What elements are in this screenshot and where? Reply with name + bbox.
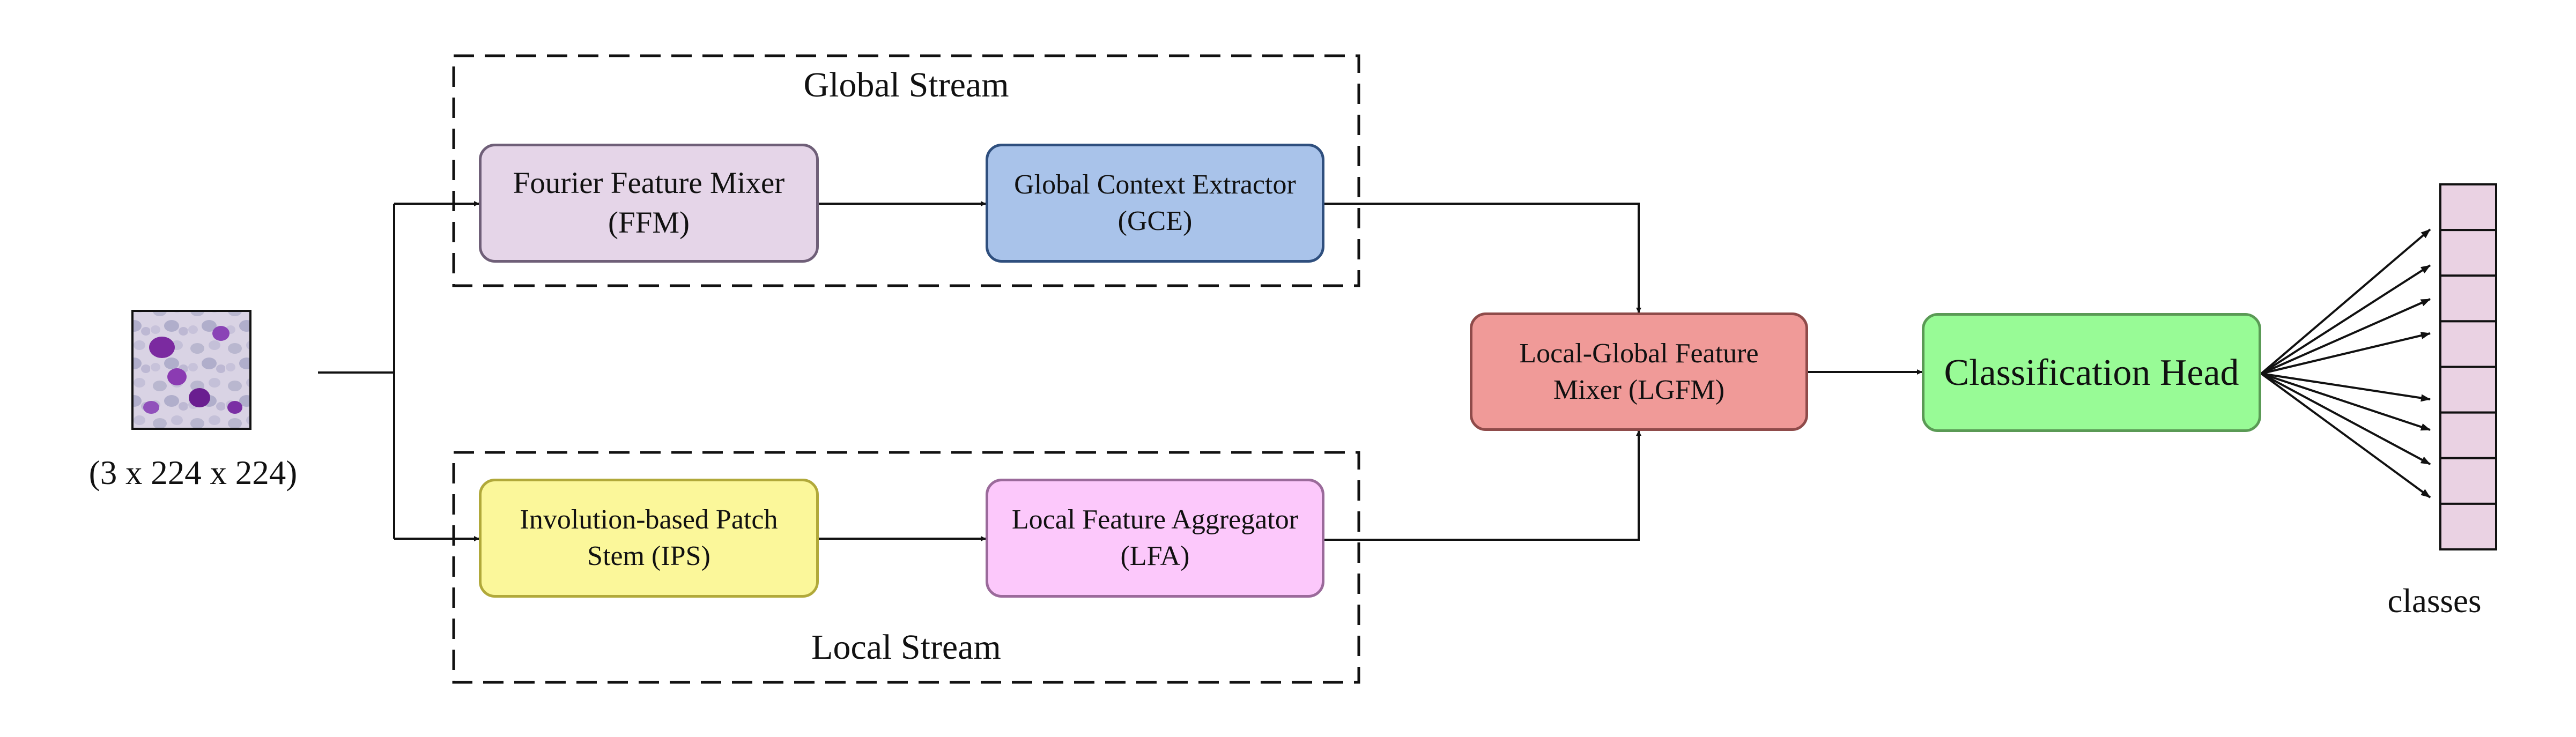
classes-label: classes — [2387, 582, 2482, 620]
class-cell — [2439, 411, 2497, 459]
local-stream-title: Local Stream — [811, 628, 1001, 667]
fourier-feature-mixer-block: Fourier Feature Mixer (FFM) — [479, 144, 819, 263]
class-cell — [2439, 274, 2497, 323]
global-context-extractor-block: Global Context Extractor (GCE) — [986, 144, 1324, 263]
class-cell — [2439, 183, 2497, 232]
local-global-feature-mixer-block: Local-Global Feature Mixer (LGFM) — [1470, 312, 1808, 431]
input-image — [131, 310, 251, 430]
involution-patch-stem-block: Involution-based Patch Stem (IPS) — [479, 479, 819, 598]
class-cell — [2439, 457, 2497, 505]
gce-line1: Global Context Extractor — [1014, 169, 1296, 200]
ffm-line2: (FFM) — [608, 206, 690, 240]
global-stream-container — [452, 54, 1360, 287]
classification-head-label: Classification Head — [1944, 352, 2239, 393]
class-arrows — [2260, 228, 2431, 498]
ffm-line1: Fourier Feature Mixer — [513, 166, 785, 200]
local-feature-aggregator-block: Local Feature Aggregator (LFA) — [986, 479, 1324, 598]
input-shape-label: (3 x 224 x 224) — [88, 454, 298, 492]
class-output-vector — [2439, 183, 2497, 550]
connector-lines — [318, 201, 1922, 541]
global-stream-title: Global Stream — [803, 65, 1009, 105]
class-cell — [2439, 229, 2497, 277]
lfa-line2: (LFA) — [1120, 541, 1190, 571]
class-cell — [2439, 366, 2497, 414]
local-stream-container — [452, 451, 1360, 684]
classification-head-block: Classification Head — [1922, 313, 2261, 432]
lgfm-line2: Mixer (LGFM) — [1553, 374, 1725, 405]
gce-line2: (GCE) — [1117, 206, 1193, 236]
lfa-line1: Local Feature Aggregator — [1011, 504, 1299, 535]
ips-line1: Involution-based Patch — [520, 504, 778, 535]
class-cell — [2439, 320, 2497, 368]
ips-line2: Stem (IPS) — [587, 541, 710, 571]
lgfm-line1: Local-Global Feature — [1519, 338, 1759, 369]
class-cell — [2439, 502, 2497, 550]
